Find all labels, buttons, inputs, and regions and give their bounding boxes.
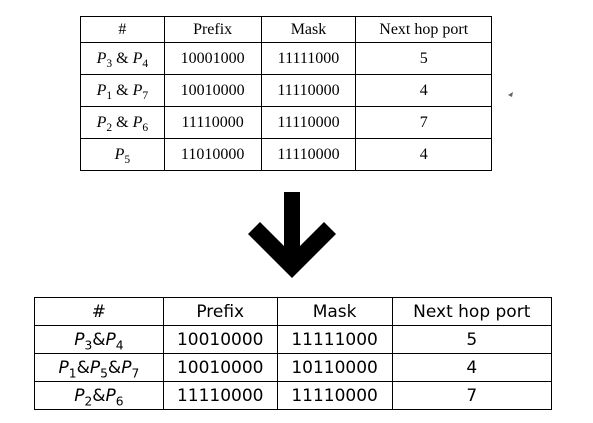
row-prefix: 11010000 xyxy=(163,138,262,171)
header-id: # xyxy=(34,297,164,326)
row-next-hop-port: 4 xyxy=(391,353,553,382)
row-mask: 11110000 xyxy=(260,106,357,139)
table-row: P2&P6 11110000 11110000 7 xyxy=(34,381,553,410)
row-next-hop-port: 7 xyxy=(355,106,492,139)
row-id: P2&P6 xyxy=(34,381,164,410)
row-id: P3 & P4 xyxy=(80,42,165,75)
row-id: P2 & P6 xyxy=(80,106,165,139)
row-mask: 11110000 xyxy=(260,74,357,107)
original-routing-table: # Prefix Mask Next hop port P3 & P4 1000… xyxy=(80,16,492,171)
row-id: P1 & P7 xyxy=(80,74,165,107)
header-mask: Mask xyxy=(260,16,357,43)
row-prefix: 10010000 xyxy=(162,353,278,382)
row-prefix: 10010000 xyxy=(163,74,262,107)
table-row: P3 & P4 10001000 11111000 5 xyxy=(80,42,492,75)
table-header-row: # Prefix Mask Next hop port xyxy=(80,16,492,43)
row-prefix: 11110000 xyxy=(162,381,278,410)
table-header-row: # Prefix Mask Next hop port xyxy=(34,297,553,326)
row-prefix: 11110000 xyxy=(163,106,262,139)
row-mask: 11111000 xyxy=(276,325,393,354)
row-prefix: 10001000 xyxy=(163,42,262,75)
row-mask: 11110000 xyxy=(276,381,393,410)
row-next-hop-port: 4 xyxy=(355,138,492,171)
row-next-hop-port: 4 xyxy=(355,74,492,107)
table-row: P3&P4 10010000 11111000 5 xyxy=(34,325,553,354)
header-prefix: Prefix xyxy=(162,297,278,326)
header-next-hop-port: Next hop port xyxy=(355,16,492,43)
table-row: P1&P5&P7 10010000 10110000 4 xyxy=(34,353,553,382)
row-next-hop-port: 5 xyxy=(391,325,553,354)
scan-artifact xyxy=(508,92,513,97)
row-id: P1&P5&P7 xyxy=(34,353,164,382)
aggregated-routing-table: # Prefix Mask Next hop port P3&P4 100100… xyxy=(34,297,553,410)
down-arrow-icon xyxy=(248,192,336,278)
row-mask: 11111000 xyxy=(260,42,357,75)
header-id: # xyxy=(80,16,165,43)
row-next-hop-port: 5 xyxy=(355,42,492,75)
row-next-hop-port: 7 xyxy=(391,381,553,410)
header-next-hop-port: Next hop port xyxy=(391,297,553,326)
header-prefix: Prefix xyxy=(163,16,262,43)
row-mask: 10110000 xyxy=(276,353,393,382)
row-id: P5 xyxy=(80,138,165,171)
table-row: P1 & P7 10010000 11110000 4 xyxy=(80,74,492,107)
table-row: P2 & P6 11110000 11110000 7 xyxy=(80,106,492,139)
table-row: P5 11010000 11110000 4 xyxy=(80,138,492,171)
row-mask: 11110000 xyxy=(260,138,357,171)
row-prefix: 10010000 xyxy=(162,325,278,354)
header-mask: Mask xyxy=(276,297,393,326)
row-id: P3&P4 xyxy=(34,325,164,354)
